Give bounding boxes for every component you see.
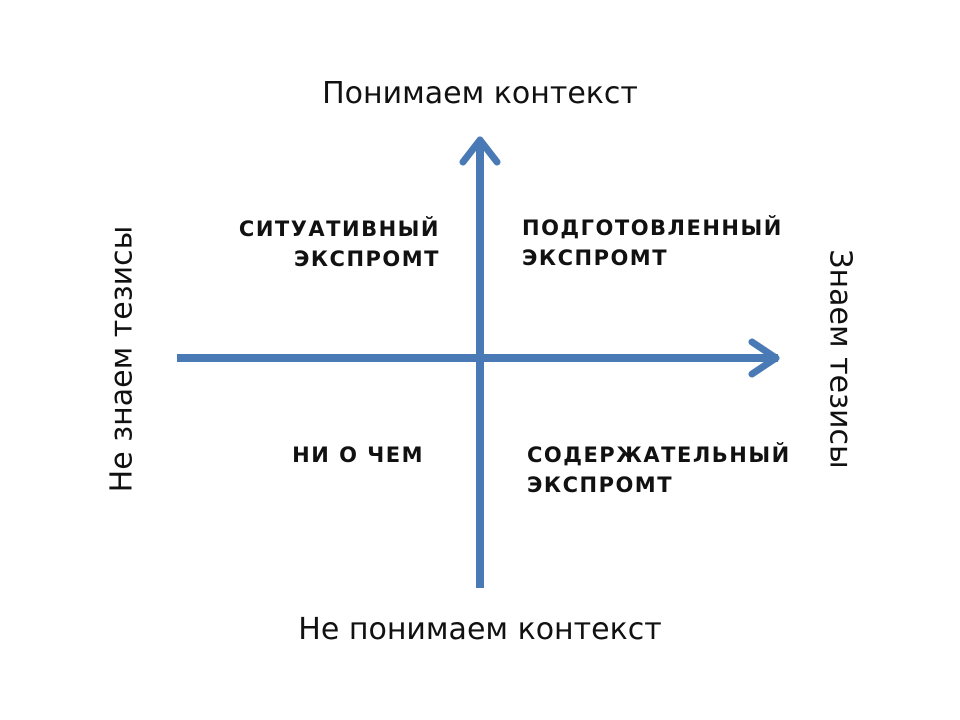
axis-label-right: Знаем тезисы <box>822 249 858 469</box>
quadrant-top-right-line1: ПОДГОТОВЛЕННЫЙ <box>522 216 783 240</box>
quadrant-top-left-line1: СИТУАТИВНЫЙ <box>238 217 440 241</box>
quadrant-top-left-line2: ЭКСПРОМТ <box>293 247 440 271</box>
axis-label-bottom: Не понимаем контекст <box>298 612 662 647</box>
axis-label-left: Не знаем тезисы <box>104 225 140 493</box>
quadrant-bottom-right-line2: ЭКСПРОМТ <box>527 473 674 497</box>
quadrant-bottom-left: НИ О ЧЕМ <box>292 440 424 470</box>
axis-label-top: Понимаем контекст <box>322 76 638 111</box>
quadrant-bottom-right: СОДЕРЖАТЕЛЬНЫЙ ЭКСПРОМТ <box>527 440 791 500</box>
quadrant-top-right: ПОДГОТОВЛЕННЫЙ ЭКСПРОМТ <box>522 213 783 273</box>
quadrant-top-left: СИТУАТИВНЫЙ ЭКСПРОМТ <box>239 214 440 274</box>
quadrant-bottom-left-line1: НИ О ЧЕМ <box>292 443 424 467</box>
horizontal-axis-arrowhead <box>748 338 780 378</box>
quadrant-top-right-line2: ЭКСПРОМТ <box>522 246 669 270</box>
vertical-axis-arrowhead <box>459 136 501 166</box>
quadrant-bottom-right-line1: СОДЕРЖАТЕЛЬНЫЙ <box>527 443 791 467</box>
